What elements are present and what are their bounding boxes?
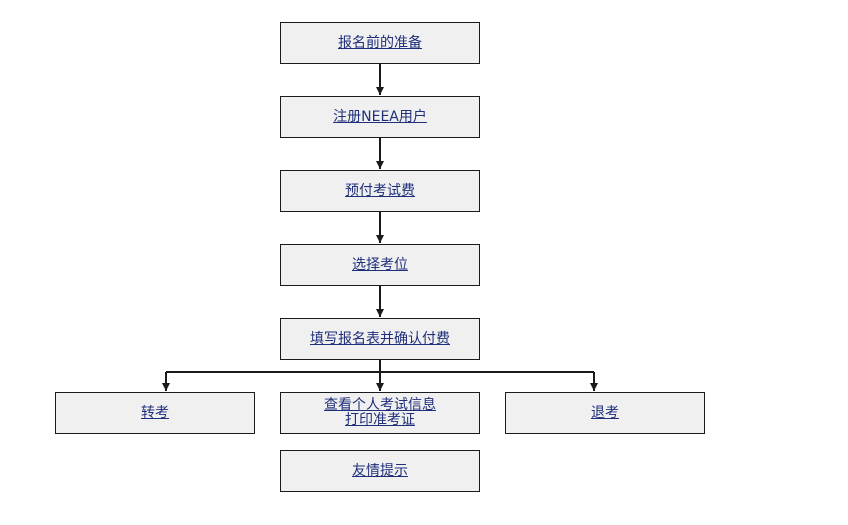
step-prepare-link[interactable]: 报名前的准备 <box>338 34 422 51</box>
step-prepare-box: 报名前的准备 <box>280 22 480 64</box>
step-tips-link[interactable]: 友情提示 <box>352 462 408 479</box>
step-prepay-link[interactable]: 预付考试费 <box>345 182 415 199</box>
step-fill-form-link[interactable]: 填写报名表并确认付费 <box>310 330 450 347</box>
step-prepay-box: 预付考试费 <box>280 170 480 212</box>
step-register-link[interactable]: 注册NEEA用户 <box>333 108 427 125</box>
view-info-line1: 查看个人考试信息 <box>324 397 436 413</box>
step-seat-link[interactable]: 选择考位 <box>352 256 408 273</box>
step-seat-box: 选择考位 <box>280 244 480 286</box>
step-view-info-box: 查看个人考试信息打印准考证 <box>280 392 480 434</box>
step-fill-form-box: 填写报名表并确认付费 <box>280 318 480 360</box>
step-register-box: 注册NEEA用户 <box>280 96 480 138</box>
view-info-line2: 打印准考证 <box>345 412 415 428</box>
step-transfer-link[interactable]: 转考 <box>141 404 169 421</box>
step-transfer-box: 转考 <box>55 392 255 434</box>
step-withdraw-box: 退考 <box>505 392 705 434</box>
step-withdraw-link[interactable]: 退考 <box>591 404 619 421</box>
step-tips-box: 友情提示 <box>280 450 480 492</box>
step-view-info-link[interactable]: 查看个人考试信息打印准考证 <box>324 398 436 428</box>
